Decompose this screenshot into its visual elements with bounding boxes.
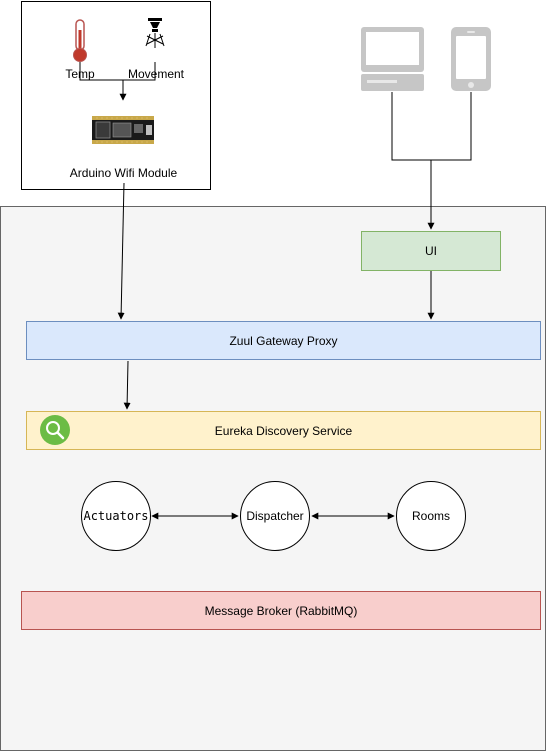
arduino-module-label: Arduino Wifi Module: [69, 166, 178, 180]
ui-label: UI: [425, 244, 437, 258]
ui-box: UI: [361, 231, 501, 271]
message-broker-box: Message Broker (RabbitMQ): [21, 591, 541, 630]
rooms-label: Rooms: [411, 509, 450, 523]
dispatcher-node: Dispatcher: [240, 481, 310, 551]
sensors-to-module-connector: [79, 62, 156, 81]
message-broker-label: Message Broker (RabbitMQ): [204, 603, 358, 618]
system-container: [0, 206, 546, 751]
temp-label: Temp: [65, 67, 95, 81]
eureka-discovery-label: Eureka Discovery Service: [214, 423, 353, 438]
movement-label: Movement: [127, 67, 185, 81]
eureka-discovery-box: Eureka Discovery Service: [26, 411, 541, 450]
zuul-gateway-box: Zuul Gateway Proxy: [26, 321, 541, 360]
dispatcher-label: Dispatcher: [246, 509, 304, 523]
rooms-node: Rooms: [396, 481, 466, 551]
actuators-node: Actuators: [81, 481, 151, 551]
actuators-label: Actuators: [83, 509, 149, 523]
zuul-gateway-label: Zuul Gateway Proxy: [229, 333, 338, 348]
zuul-to-eureka-arrow: [123, 360, 131, 410]
module-to-zuul-arrow: [117, 182, 125, 320]
iot-device-container: [21, 1, 211, 190]
